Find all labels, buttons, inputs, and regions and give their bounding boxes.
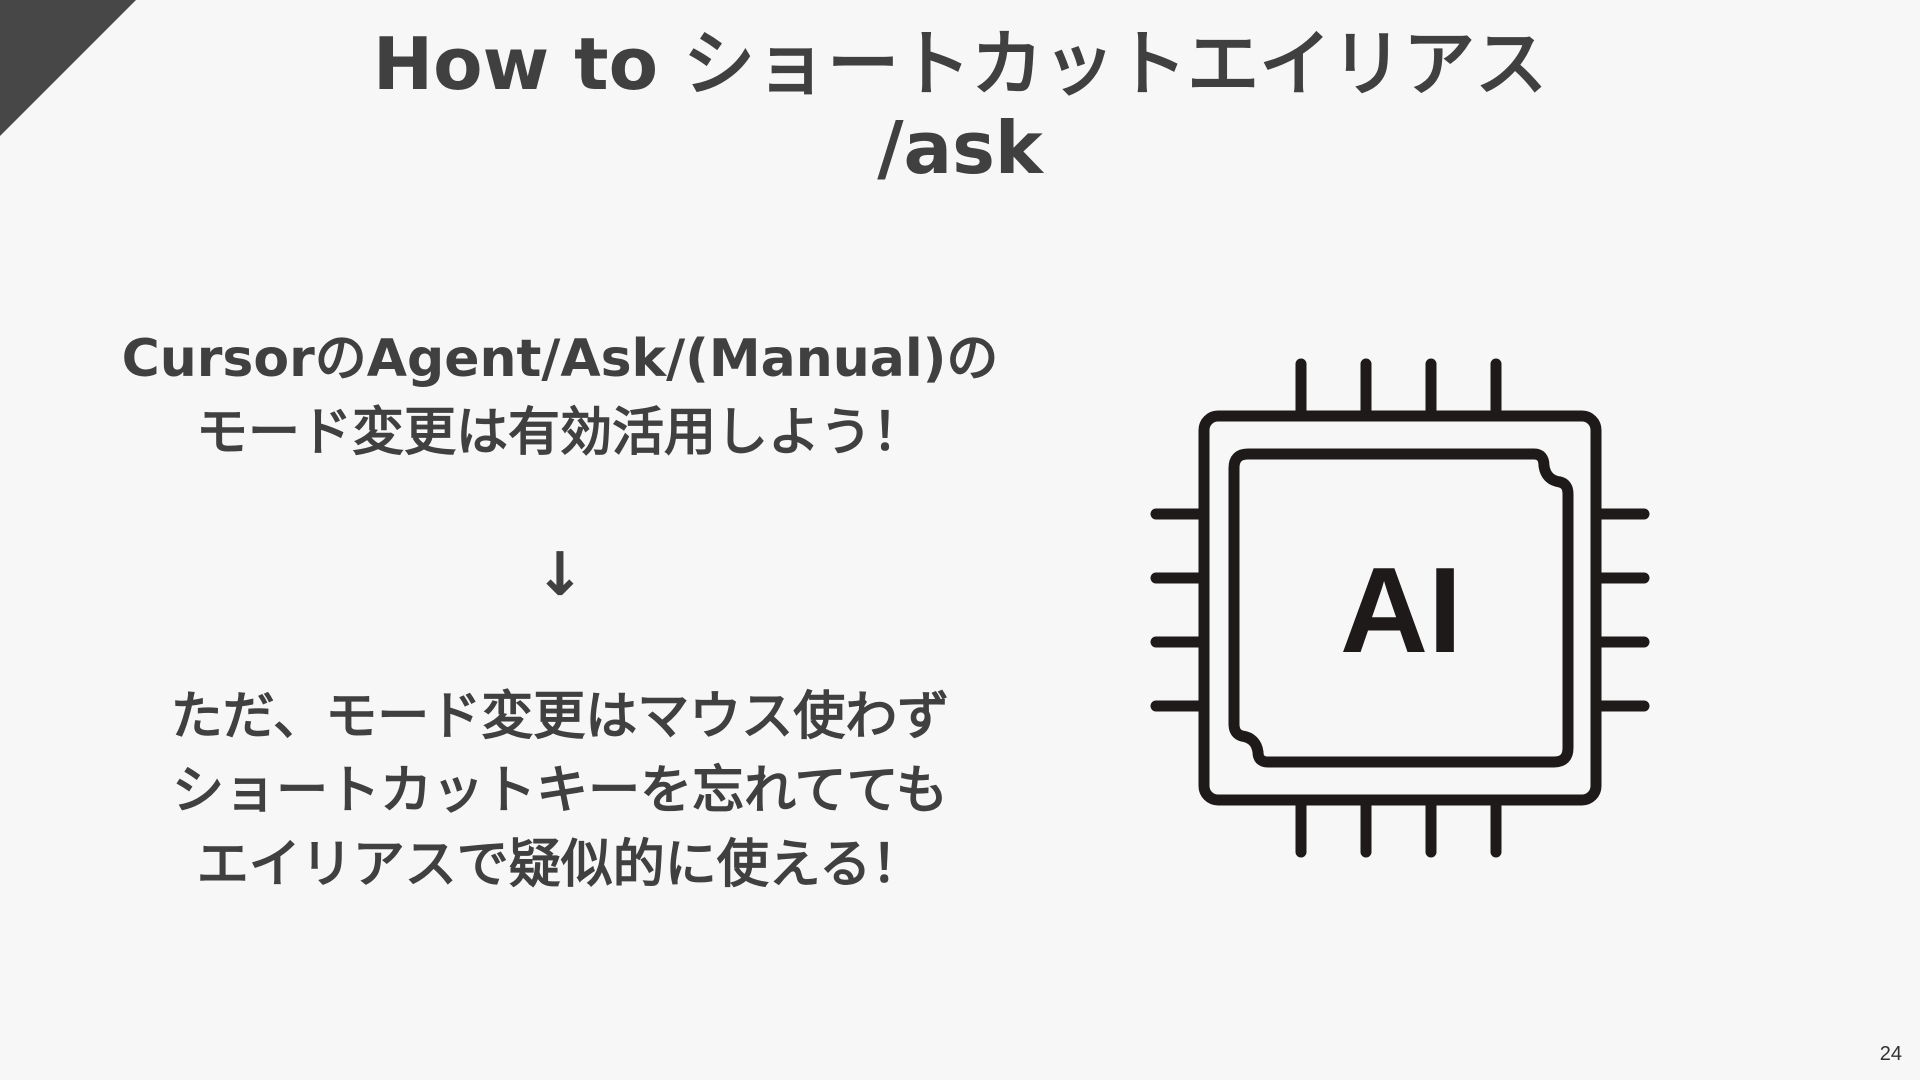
alias-text: ただ、モード変更はマウス使わず ショートカットキーを忘れてても エイリアスで疑似… [60, 680, 1060, 902]
mode-change-line-2: モード変更は有効活用しよう！ [195, 403, 924, 463]
title-line-1: How to ショートカットエイリアス [372, 22, 1548, 106]
alias-line-2: ショートカットキーを忘れてても [172, 761, 948, 821]
ai-chip-icon: AI [1150, 358, 1650, 858]
mode-change-line-1: CursorのAgent/Ask/(Manual)の [121, 329, 999, 389]
mode-change-text: CursorのAgent/Ask/(Manual)の モード変更は有効活用しよう… [60, 322, 1060, 470]
down-arrow-icon: ↓ [534, 540, 586, 610]
corner-decoration [0, 0, 136, 136]
title-line-2: /ask [877, 106, 1043, 190]
page-number: 24 [1879, 1043, 1902, 1065]
slide-title: How to ショートカットエイリアス /ask [0, 22, 1920, 190]
chip-label: AI [1340, 542, 1462, 678]
alias-line-1: ただ、モード変更はマウス使わず [170, 687, 950, 747]
alias-line-3: エイリアスで疑似的に使える！ [196, 835, 924, 895]
